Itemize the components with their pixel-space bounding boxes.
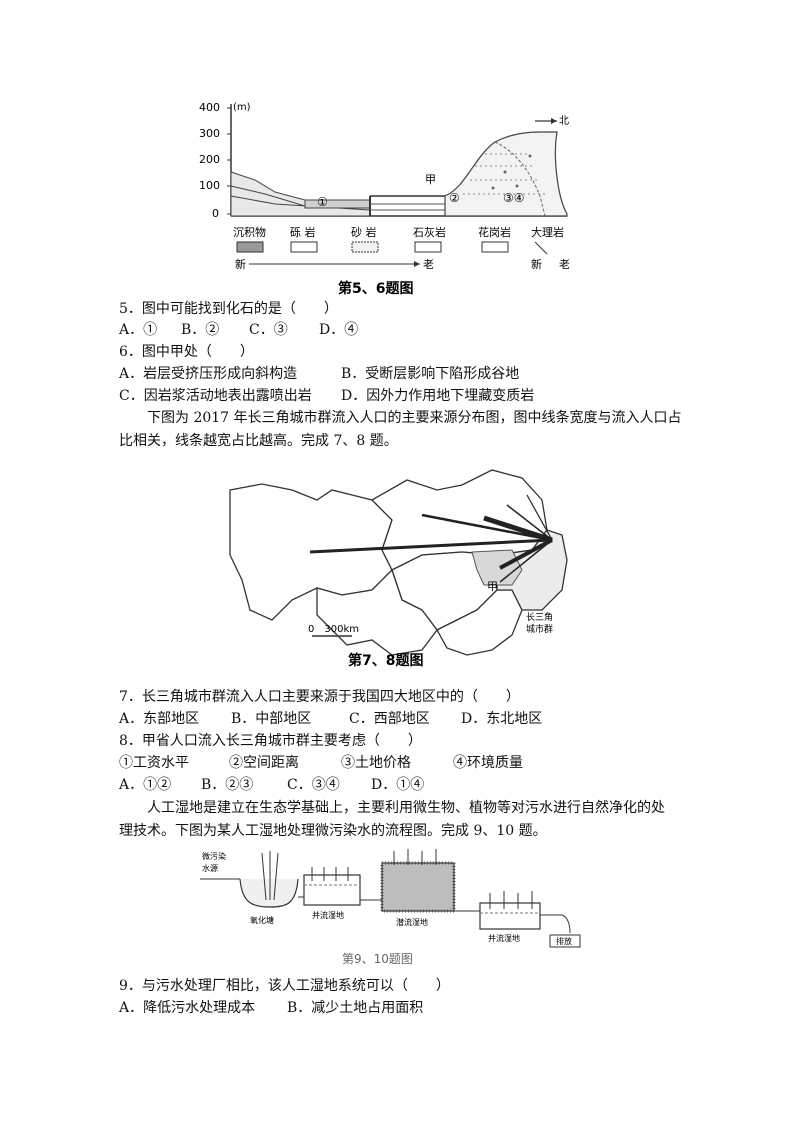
subsurface-wetland <box>381 862 455 912</box>
q8-options: A．①② B．②③ C．③④ D．①④ <box>119 775 424 795</box>
marker-2: ② <box>449 191 460 205</box>
caption-78: 第7、8题图 <box>348 652 423 669</box>
age-new: 新 <box>235 257 246 271</box>
intro78-line1: 下图为 2017 年长三角城市群流入人口的主要来源分布图，图中线条宽度与流入人口… <box>147 410 682 426</box>
marker-3-4: ③④ <box>503 191 525 205</box>
q8-item-4: ④环境质量 <box>453 755 523 771</box>
y-tick-100: 100 <box>199 179 220 192</box>
q8-option-d[interactable]: D．①④ <box>371 777 425 793</box>
source-label-2: 水源 <box>202 863 218 873</box>
label-yrd-2: 城市群 <box>526 623 553 635</box>
legend-swatch-marble <box>534 241 548 255</box>
legend-marble: 大理岩 <box>531 225 564 239</box>
q6-stem: 6．图中甲处（ ） <box>119 344 254 360</box>
legend-sandstone: 砂 岩 <box>351 225 377 239</box>
flow-line-northeast <box>526 494 553 541</box>
age-old: 老 <box>423 258 434 271</box>
stage-label-2: 并流湿地 <box>312 910 344 920</box>
surface-wetland-2 <box>479 902 541 930</box>
q7-option-b[interactable]: B．中部地区 <box>231 711 312 727</box>
intro910-line1: 人工湿地是建立在生态学基础上，主要利用微生物、植物等对污水进行自然净化的处 <box>147 800 665 816</box>
q7-option-a[interactable]: A．东部地区 <box>119 711 200 727</box>
stage-label-3: 潜流湿地 <box>396 917 428 927</box>
population-map-svg: 甲 长三角 城市群 0 300km 第7、8题图 <box>229 469 568 669</box>
q8-items: ①工资水平 ②空间距离 ③土地价格 ④环境质量 <box>119 753 523 773</box>
flow-line-south <box>499 539 553 583</box>
caption-910: 第9、10题图 <box>342 952 413 966</box>
q5-option-d[interactable]: D．④ <box>319 322 359 338</box>
q8-item-3: ③土地价格 <box>341 755 411 771</box>
legend-sediment: 沉积物 <box>233 225 266 239</box>
flow-line-north-4 <box>506 504 553 541</box>
figure-geologic-section: 400 300 200 100 0 (m) 北 甲 ① ② ③④ 沉 <box>195 96 575 301</box>
q6-option-a[interactable]: A．岩层受挤压形成向斜构造 <box>119 366 298 382</box>
flow-line-west <box>309 538 553 554</box>
label-jia-56: 甲 <box>425 173 436 186</box>
q8-item-1: ①工资水平 <box>119 755 189 771</box>
wetland-flow-svg: 微污染 水源 氧化塘 并流湿地 潜流湿地 并流湿地 排放 第9、10题图 <box>200 849 581 966</box>
marker-1: ① <box>317 195 328 209</box>
q7-stem: 7．长三角城市群流入人口主要来源于我国四大地区中的（ ） <box>119 689 520 705</box>
intro910-line2: 理技术。下图为某人工湿地处理微污染水的流程图。完成 9、10 题。 <box>119 823 547 839</box>
y-unit: (m) <box>233 102 251 113</box>
y-tick-0: 0 <box>212 207 219 220</box>
flow-line-north-3 <box>483 515 553 543</box>
intro78-line2: 比相关，线条越宽占比越高。完成 7、8 题。 <box>119 433 398 449</box>
q6-options-row2: C．因岩浆活动地表出露喷出岩 D．因外力作用地下埋藏变质岩 <box>119 386 534 406</box>
map-region-jia <box>471 549 523 586</box>
q7-option-c[interactable]: C．西部地区 <box>349 711 430 727</box>
q6-option-d[interactable]: D．因外力作用地下埋藏变质岩 <box>341 388 535 404</box>
legend-swatch-sandstone <box>351 241 379 253</box>
legend-conglomerate: 砾 岩 <box>290 225 316 239</box>
age-old-2: 老 <box>559 258 570 271</box>
q5-stem: 5．图中可能找到化石的是（ ） <box>119 301 338 317</box>
q8-item-2: ②空间距离 <box>229 755 299 771</box>
legend-swatch-conglomerate <box>290 241 318 253</box>
q9-stem: 9．与污水处理厂相比，该人工湿地系统可以（ ） <box>119 978 450 994</box>
q6-options-row1: A．岩层受挤压形成向斜构造 B．受断层影响下陷形成谷地 <box>119 364 519 384</box>
q7-options: A．东部地区 B．中部地区 C．西部地区 D．东北地区 <box>119 709 542 729</box>
q9-option-a[interactable]: A．降低污水处理成本 <box>119 1000 256 1016</box>
figure-wetland-flow: 微污染 水源 氧化塘 并流湿地 潜流湿地 并流湿地 排放 第9、10题图 <box>200 845 585 970</box>
geologic-section-svg: 400 300 200 100 0 (m) 北 甲 ① ② ③④ 沉 <box>199 101 570 297</box>
q5-option-c[interactable]: C．③ <box>249 322 288 338</box>
q8-option-c[interactable]: C．③④ <box>287 777 340 793</box>
label-jia-78: 甲 <box>487 580 498 593</box>
q9-option-b[interactable]: B．减少土地占用面积 <box>287 1000 424 1016</box>
q8-stem: 8．甲省人口流入长三角城市群主要考虑（ ） <box>119 733 422 749</box>
q6-option-c[interactable]: C．因岩浆活动地表出露喷出岩 <box>119 388 312 404</box>
y-tick-400: 400 <box>199 101 220 114</box>
q5-option-b[interactable]: B．② <box>181 322 220 338</box>
scale-label: 0 300km <box>308 624 359 635</box>
q5-options: A．① B．② C．③ D．④ <box>119 320 358 340</box>
legend-swatch-limestone <box>414 241 442 253</box>
q8-option-a[interactable]: A．①② <box>119 777 172 793</box>
oxidation-pond <box>239 878 299 908</box>
q6-option-b[interactable]: B．受断层影响下陷形成谷地 <box>341 366 520 382</box>
stage-label-5: 排放 <box>556 936 572 946</box>
legend-swatch-granite <box>481 241 509 253</box>
y-tick-200: 200 <box>199 153 220 166</box>
legend-granite: 花岗岩 <box>478 225 511 239</box>
label-yrd-1: 长三角 <box>526 611 553 623</box>
surface-wetland-1 <box>303 874 361 906</box>
legend-limestone: 石灰岩 <box>413 225 446 239</box>
caption-56: 第5、6题图 <box>338 280 413 297</box>
north-label: 北 <box>559 115 569 127</box>
q7-option-d[interactable]: D．东北地区 <box>461 711 543 727</box>
discharge-box <box>549 934 581 948</box>
q9-options: A．降低污水处理成本 B．减少土地占用面积 <box>119 998 423 1018</box>
figure-population-map: 甲 长三角 城市群 0 300km 第7、8题图 <box>222 460 582 675</box>
flow-line-jia <box>499 538 553 570</box>
map-region-southwest <box>316 568 438 656</box>
q8-option-b[interactable]: B．②③ <box>201 777 254 793</box>
y-tick-300: 300 <box>199 127 220 140</box>
legend-swatch-sediment <box>236 241 264 253</box>
stage-label-4: 并流湿地 <box>488 933 520 943</box>
stage-label-1: 氧化塘 <box>250 915 274 925</box>
source-label-1: 微污染 <box>202 851 226 861</box>
age-new-2: 新 <box>531 257 542 271</box>
q5-option-a[interactable]: A．① <box>119 322 158 338</box>
